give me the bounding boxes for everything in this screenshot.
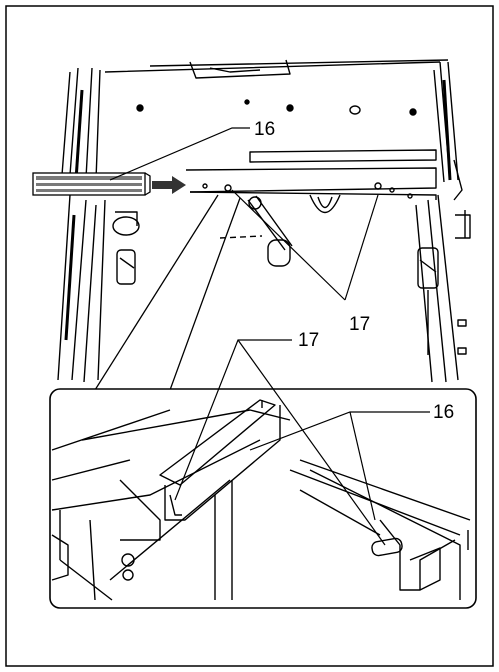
callout-16-top: 16 xyxy=(254,119,275,140)
insert-arrow xyxy=(152,176,186,194)
zoom-lines xyxy=(94,194,241,391)
front-rail xyxy=(185,167,437,193)
detail-box xyxy=(49,388,477,609)
callout-16-detail: 16 xyxy=(433,402,454,423)
rail-part-16-upper xyxy=(32,172,151,196)
callout-17-top: 17 xyxy=(349,314,370,335)
callout-17-detail: 17 xyxy=(298,330,319,351)
leader-lines-detail xyxy=(174,339,430,546)
leader-lines-top xyxy=(109,127,379,301)
left-leg xyxy=(61,67,101,181)
table-top xyxy=(104,59,449,73)
page-border xyxy=(5,5,494,667)
detail-drawing xyxy=(51,399,471,601)
saw-table-view xyxy=(54,59,471,383)
